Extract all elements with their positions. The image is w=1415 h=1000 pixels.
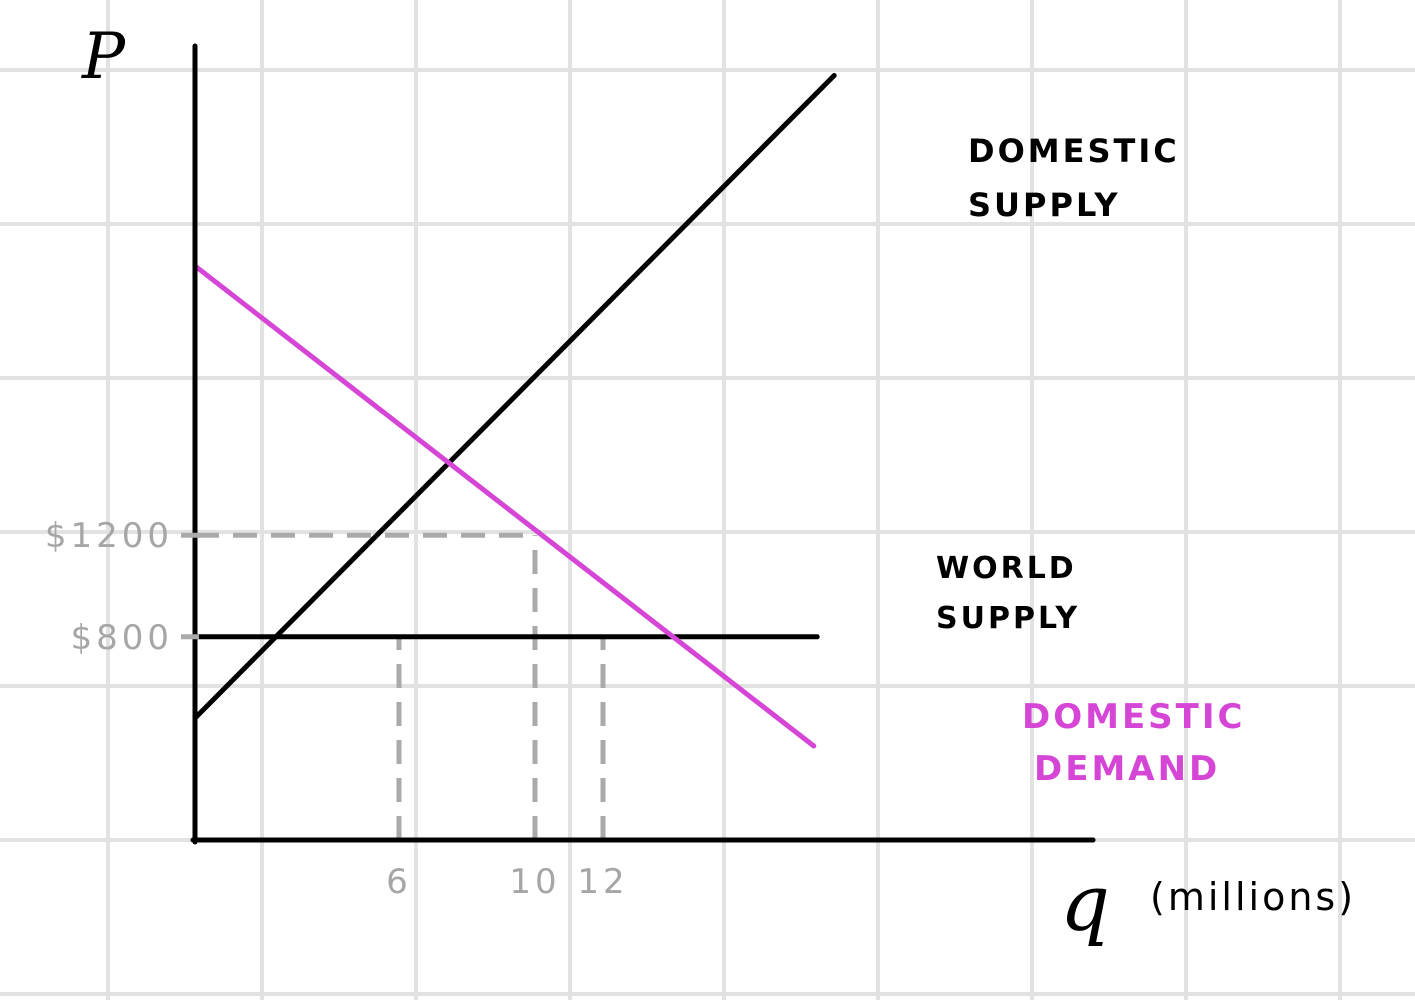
x-tick-label: 6 [386,862,412,902]
x-ticks: 6 10 12 [386,862,628,902]
series-label-line: SUPPLY [936,601,1080,636]
series-line-domestic-supply [192,72,837,721]
y-tick-label: $1200 [45,516,173,556]
series-label-line: DOMESTIC [968,132,1180,170]
y-ticks: $1200 $800 [45,516,199,658]
x-axis-label: q [1060,859,1110,949]
y-tick-label: $800 [70,618,173,658]
y-axis-label: P [81,20,126,94]
series-label-world-supply: WORLD SUPPLY [936,551,1090,636]
series-line-domestic-demand [192,263,817,749]
reference-lines [195,532,606,840]
series-label-domestic-demand: DOMESTIC DEMAND [1022,697,1260,789]
x-axis-unit: (millions) [1150,875,1356,919]
series-label-line: DEMAND [1034,749,1220,789]
x-tick-label: 10 [509,862,560,902]
series-label-line: WORLD [936,551,1077,586]
series-label-domestic-supply: DOMESTIC SUPPLY [968,132,1194,224]
series-lines [192,72,837,749]
series-label-line: SUPPLY [968,186,1121,224]
series-label-line: DOMESTIC [1022,697,1245,737]
x-tick-label: 12 [577,862,628,902]
